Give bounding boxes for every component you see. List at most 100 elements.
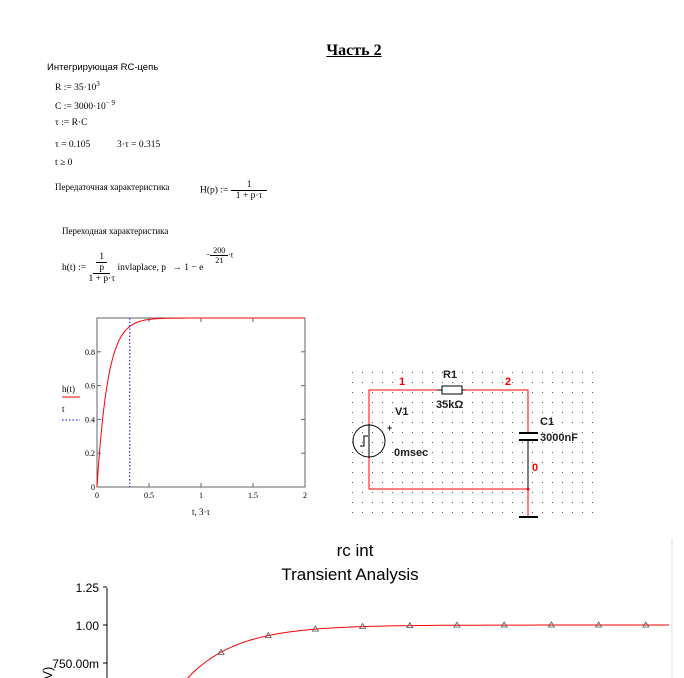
grid-dot	[572, 472, 573, 473]
grid-dot	[502, 432, 503, 433]
transient-subtitle: Transient Analysis	[281, 565, 418, 584]
grid-dot	[582, 402, 583, 403]
grid-dot	[532, 402, 533, 403]
grid-dot	[492, 392, 493, 393]
grid-dot	[502, 462, 503, 463]
grid-dot	[452, 442, 453, 443]
grid-dot	[432, 472, 433, 473]
grid-dot	[532, 482, 533, 483]
grid-dot	[432, 462, 433, 463]
grid-dot	[592, 432, 593, 433]
grid-dot	[472, 392, 473, 393]
grid-dot	[532, 422, 533, 423]
grid-dot	[482, 412, 483, 413]
data-marker	[594, 621, 603, 628]
grid-dot	[522, 442, 523, 443]
grid-dot	[472, 462, 473, 463]
tau3-value: 3·τ = 0.315	[117, 140, 161, 150]
c-exp: − 9	[105, 99, 115, 107]
grid-dot	[362, 472, 363, 473]
grid-dot	[352, 472, 353, 473]
grid-dot	[592, 382, 593, 383]
ht-den: 1 + p·τ	[88, 274, 116, 284]
grid-dot	[582, 412, 583, 413]
grid-dot	[482, 502, 483, 503]
grid-dot	[452, 432, 453, 433]
grid-dot	[492, 452, 493, 453]
node-2-label: 2	[505, 376, 511, 388]
grid-dot	[512, 472, 513, 473]
grid-dot	[352, 382, 353, 383]
grid-dot	[472, 512, 473, 513]
grid-dot	[412, 472, 413, 473]
ht-exp-den: 21	[215, 256, 224, 265]
grid-dot	[492, 422, 493, 423]
grid-dot	[352, 452, 353, 453]
grid-dot	[502, 482, 503, 483]
grid-dot	[422, 462, 423, 463]
grid-dot	[572, 482, 573, 483]
grid-dot	[392, 422, 393, 423]
grid-dot	[492, 372, 493, 373]
grid-dot	[582, 422, 583, 423]
grid-dot	[392, 382, 393, 383]
grid-dot	[452, 482, 453, 483]
grid-dot	[532, 492, 533, 493]
grid-dot	[522, 502, 523, 503]
junction-dot	[526, 487, 530, 491]
grid-dot	[372, 512, 373, 513]
grid-dot	[392, 372, 393, 373]
grid-dot	[492, 502, 493, 503]
grid-dot	[522, 492, 523, 493]
grid-dot	[412, 442, 413, 443]
grid-dot	[582, 502, 583, 503]
grid-dot	[512, 502, 513, 503]
grid-dot	[402, 412, 403, 413]
grid-dot	[512, 482, 513, 483]
grid-dot	[522, 462, 523, 463]
ht-lhs: h(t) :=	[62, 263, 87, 273]
schematic-grid	[352, 372, 593, 513]
grid-dot	[472, 422, 473, 423]
grid-dot	[382, 372, 383, 373]
grid-dot	[372, 412, 373, 413]
grid-dot	[442, 432, 443, 433]
legend-ht: h(t)	[62, 384, 75, 394]
grid-dot	[502, 392, 503, 393]
grid-dot	[412, 512, 413, 513]
v1-plus: +	[387, 423, 392, 433]
grid-dot	[432, 392, 433, 393]
grid-dot	[502, 412, 503, 413]
grid-dot	[532, 452, 533, 453]
grid-dot	[572, 512, 573, 513]
grid-dot	[432, 422, 433, 423]
grid-dot	[492, 492, 493, 493]
grid-dot	[562, 412, 563, 413]
grid-dot	[452, 472, 453, 473]
series-v2	[186, 624, 669, 678]
grid-dot	[532, 372, 533, 373]
grid-dot	[412, 482, 413, 483]
grid-dot	[442, 402, 443, 403]
grid-dot	[512, 402, 513, 403]
grid-dot	[422, 512, 423, 513]
grid-dot	[412, 392, 413, 393]
grid-dot	[362, 372, 363, 373]
y-tick-label: 0.8	[85, 348, 95, 357]
x-tick-label: 1.5	[248, 491, 258, 500]
grid-dot	[462, 382, 463, 383]
grid-dot	[462, 462, 463, 463]
grid-dot	[462, 452, 463, 453]
grid-dot	[552, 472, 553, 473]
grid-dot	[522, 472, 523, 473]
x-axis-label: t, 3·τ	[192, 507, 210, 517]
grid-dot	[372, 442, 373, 443]
grid-dot	[492, 442, 493, 443]
data-marker	[453, 621, 461, 628]
grid-dot	[432, 372, 433, 373]
grid-dot	[592, 472, 593, 473]
grid-dot	[392, 452, 393, 453]
grid-dot	[492, 462, 493, 463]
grid-dot	[362, 382, 363, 383]
